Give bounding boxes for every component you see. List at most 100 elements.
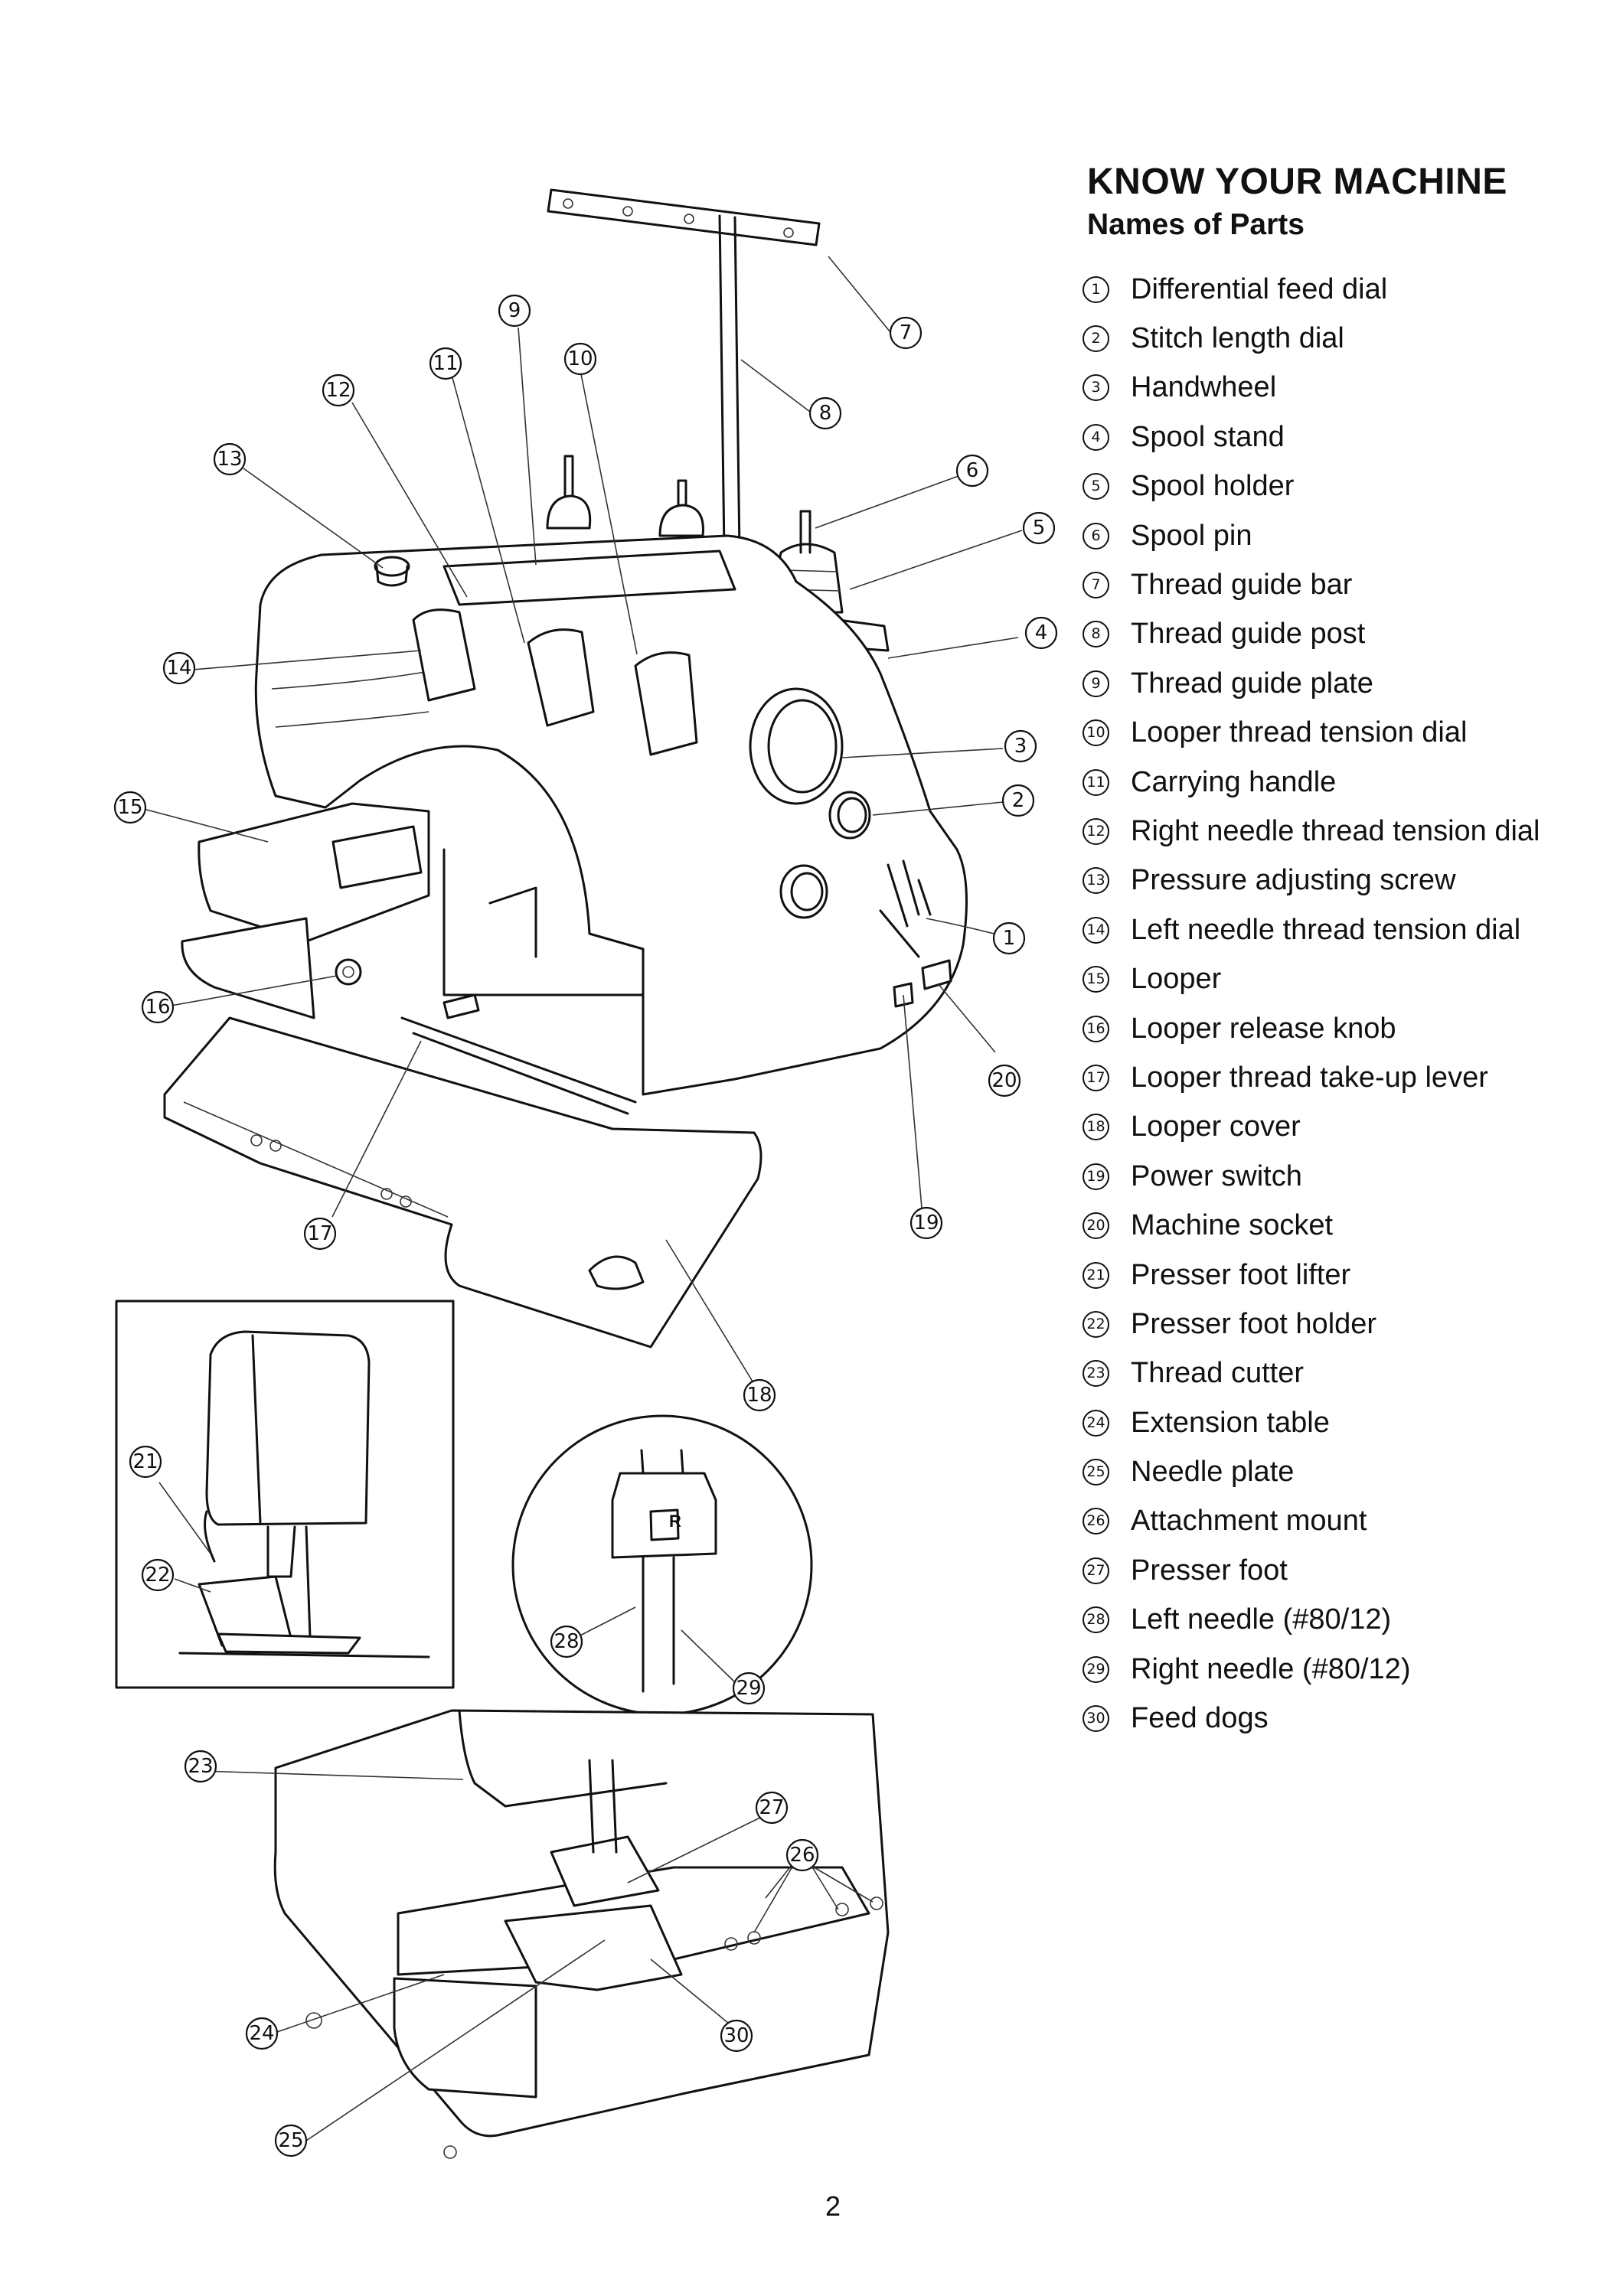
- part-number: 2: [1083, 325, 1109, 353]
- callout-30: 30: [720, 2019, 753, 2053]
- svg-text:1: 1: [1003, 927, 1016, 950]
- callout-8: 8: [808, 396, 842, 430]
- part-number: 28: [1083, 1606, 1109, 1634]
- callout-3: 3: [1004, 729, 1037, 763]
- svg-text:24: 24: [249, 2022, 274, 2045]
- part-name: Machine socket: [1131, 1209, 1334, 1242]
- svg-text:4: 4: [1035, 621, 1048, 644]
- svg-text:23: 23: [188, 1755, 213, 1778]
- part-name: Thread cutter: [1131, 1357, 1304, 1390]
- callout-17: 17: [303, 1217, 337, 1251]
- inset-needles-magnified: R: [511, 1414, 813, 1716]
- part-name: Looper thread take-up lever: [1131, 1061, 1488, 1094]
- part-name: Power switch: [1131, 1159, 1302, 1192]
- callout-16: 16: [141, 990, 175, 1024]
- svg-text:20: 20: [991, 1069, 1017, 1092]
- callout-15: 15: [113, 791, 147, 824]
- part-name: Feed dogs: [1131, 1702, 1269, 1735]
- inset-r-label: R: [669, 1512, 681, 1531]
- svg-text:7: 7: [900, 321, 913, 344]
- svg-text:27: 27: [759, 1796, 784, 1819]
- page-heading: KNOW YOUR MACHINE: [1087, 161, 1507, 202]
- callout-badges: 1 2 3 4 5 6 7 8 9 10 11 12 13 14 15 16 1…: [113, 294, 1058, 2157]
- part-name: Looper thread tension dial: [1131, 716, 1468, 749]
- svg-text:21: 21: [132, 1450, 158, 1473]
- part-name: Thread guide bar: [1131, 569, 1353, 602]
- part-name: Spool holder: [1131, 470, 1295, 503]
- callout-11: 11: [429, 347, 462, 380]
- part-number: 3: [1083, 374, 1109, 402]
- part-name: Differential feed dial: [1131, 272, 1388, 305]
- part-name: Presser foot lifter: [1131, 1258, 1351, 1291]
- part-name: Thread guide post: [1131, 618, 1366, 651]
- part-number: 22: [1083, 1310, 1109, 1338]
- part-number: 1: [1083, 276, 1109, 303]
- part-item: 1 Differential feed dial: [1083, 265, 1540, 314]
- part-number: 7: [1083, 572, 1109, 599]
- svg-text:9: 9: [508, 299, 521, 322]
- part-item: 3 Handwheel: [1083, 364, 1540, 413]
- part-number: 14: [1083, 916, 1109, 944]
- svg-text:30: 30: [723, 2024, 749, 2047]
- part-name: Right needle (#80/12): [1131, 1652, 1411, 1685]
- svg-text:12: 12: [325, 379, 351, 402]
- callout-22: 22: [141, 1558, 175, 1592]
- callout-23: 23: [184, 1750, 217, 1783]
- callout-6: 6: [955, 454, 989, 488]
- svg-text:8: 8: [819, 402, 832, 425]
- callout-21: 21: [129, 1445, 162, 1479]
- callout-2: 2: [1001, 784, 1035, 817]
- page-number: 2: [825, 2190, 841, 2222]
- callout-25: 25: [274, 2124, 308, 2157]
- svg-text:15: 15: [117, 796, 142, 819]
- part-number: 29: [1083, 1655, 1109, 1683]
- part-number: 25: [1083, 1459, 1109, 1486]
- callout-7: 7: [889, 316, 923, 350]
- callout-28: 28: [550, 1625, 583, 1658]
- svg-text:25: 25: [278, 2129, 303, 2152]
- callout-27: 27: [755, 1791, 789, 1825]
- svg-text:22: 22: [145, 1564, 170, 1587]
- callout-4: 4: [1024, 616, 1058, 650]
- part-item: 28 Left needle (#80/12): [1083, 1596, 1540, 1645]
- part-name: Thread guide plate: [1131, 667, 1373, 700]
- svg-text:3: 3: [1014, 735, 1027, 758]
- part-number: 15: [1083, 966, 1109, 993]
- part-number: 10: [1083, 719, 1109, 747]
- part-name: Left needle (#80/12): [1131, 1603, 1392, 1636]
- part-item: 25 Needle plate: [1083, 1447, 1540, 1496]
- part-item: 30 Feed dogs: [1083, 1694, 1540, 1743]
- part-name: Needle plate: [1131, 1456, 1295, 1489]
- part-number: 4: [1083, 423, 1109, 451]
- svg-text:13: 13: [217, 448, 242, 471]
- svg-text:26: 26: [789, 1844, 815, 1867]
- part-item: 21 Presser foot lifter: [1083, 1251, 1540, 1300]
- part-name: Looper release knob: [1131, 1012, 1396, 1045]
- page-subheading: Names of Parts: [1087, 208, 1305, 241]
- part-name: Pressure adjusting screw: [1131, 864, 1456, 897]
- svg-text:19: 19: [913, 1212, 939, 1234]
- part-number: 21: [1083, 1261, 1109, 1289]
- part-number: 23: [1083, 1360, 1109, 1388]
- callout-13: 13: [213, 442, 247, 476]
- part-item: 29 Right needle (#80/12): [1083, 1645, 1540, 1694]
- part-item: 7 Thread guide bar: [1083, 560, 1540, 609]
- svg-text:18: 18: [746, 1384, 772, 1407]
- part-name: Stitch length dial: [1131, 322, 1344, 355]
- part-name: Handwheel: [1131, 371, 1277, 404]
- part-number: 26: [1083, 1508, 1109, 1535]
- svg-text:16: 16: [145, 996, 170, 1019]
- callout-20: 20: [988, 1064, 1021, 1097]
- part-number: 30: [1083, 1705, 1109, 1733]
- part-number: 18: [1083, 1114, 1109, 1141]
- part-number: 9: [1083, 670, 1109, 697]
